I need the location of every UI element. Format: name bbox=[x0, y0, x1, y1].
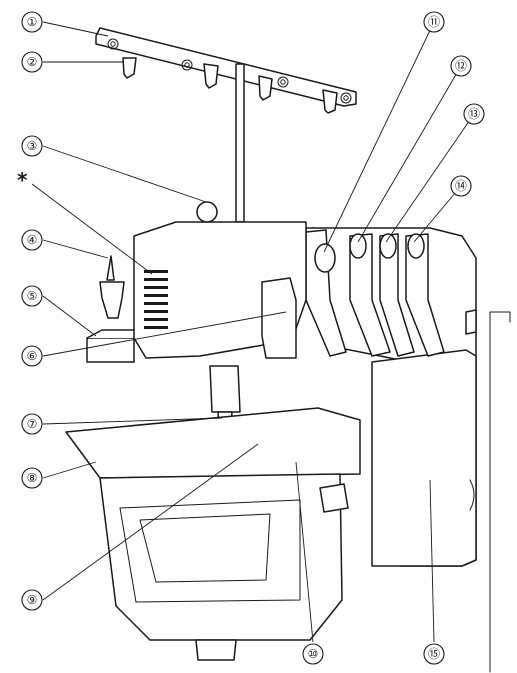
handwheel-knob bbox=[465, 309, 477, 335]
callout-8: ⑧ bbox=[21, 467, 43, 489]
callout-7: ⑦ bbox=[21, 413, 43, 435]
callout-13: ⑬ bbox=[463, 103, 485, 125]
base-foot bbox=[195, 639, 237, 661]
callout-3: ③ bbox=[21, 135, 43, 157]
callout-15-label: ⑮ bbox=[428, 647, 440, 661]
spool-pin-holder bbox=[86, 255, 145, 363]
thread-guide-bar bbox=[95, 27, 357, 114]
frame-bracket bbox=[489, 311, 511, 673]
callout-9-label: ⑨ bbox=[27, 593, 38, 607]
callout-7-label: ⑦ bbox=[27, 417, 38, 431]
callout-5: ⑤ bbox=[21, 285, 43, 307]
callout-13-label: ⑬ bbox=[468, 107, 480, 121]
callout-10: ⑩ bbox=[302, 643, 324, 665]
looper-cover-latch bbox=[261, 277, 297, 359]
callout-3-label: ③ bbox=[27, 139, 38, 153]
callout-1-label: ① bbox=[27, 15, 38, 29]
callout-4: ④ bbox=[21, 229, 43, 251]
callout-6: ⑥ bbox=[21, 345, 43, 367]
callout-2-label: ② bbox=[27, 55, 38, 69]
callout-5-label: ⑤ bbox=[27, 289, 38, 303]
callout-12-label: ⑫ bbox=[455, 59, 467, 73]
tension-dials bbox=[305, 229, 445, 357]
callout-14-label: ⑭ bbox=[455, 179, 467, 193]
vent-dots bbox=[144, 270, 168, 329]
leader-lines bbox=[31, 21, 475, 643]
callout-1: ① bbox=[21, 11, 43, 33]
callout-6-label: ⑥ bbox=[27, 349, 38, 363]
sewing-bed bbox=[65, 407, 361, 479]
callout-2: ② bbox=[21, 51, 43, 73]
base-inner bbox=[139, 513, 271, 583]
callout-10-label: ⑩ bbox=[308, 647, 319, 661]
callout-11-label: ⑪ bbox=[428, 15, 440, 29]
side-knob bbox=[319, 483, 349, 513]
callout-8-label: ⑧ bbox=[27, 471, 38, 485]
base-recess bbox=[119, 499, 301, 603]
callout-4-label: ④ bbox=[27, 233, 38, 247]
callout-11: ⑪ bbox=[423, 11, 445, 33]
front-cover bbox=[371, 349, 477, 567]
asterisk-marker: * bbox=[17, 168, 28, 192]
callout-12: ⑫ bbox=[450, 55, 472, 77]
pressure-knob bbox=[196, 201, 218, 223]
cover-handle bbox=[469, 479, 475, 511]
callout-9: ⑨ bbox=[21, 589, 43, 611]
base-front bbox=[99, 473, 343, 641]
callout-14: ⑭ bbox=[450, 175, 472, 197]
thread-stand-pole bbox=[235, 63, 245, 223]
callout-15: ⑮ bbox=[423, 643, 445, 665]
